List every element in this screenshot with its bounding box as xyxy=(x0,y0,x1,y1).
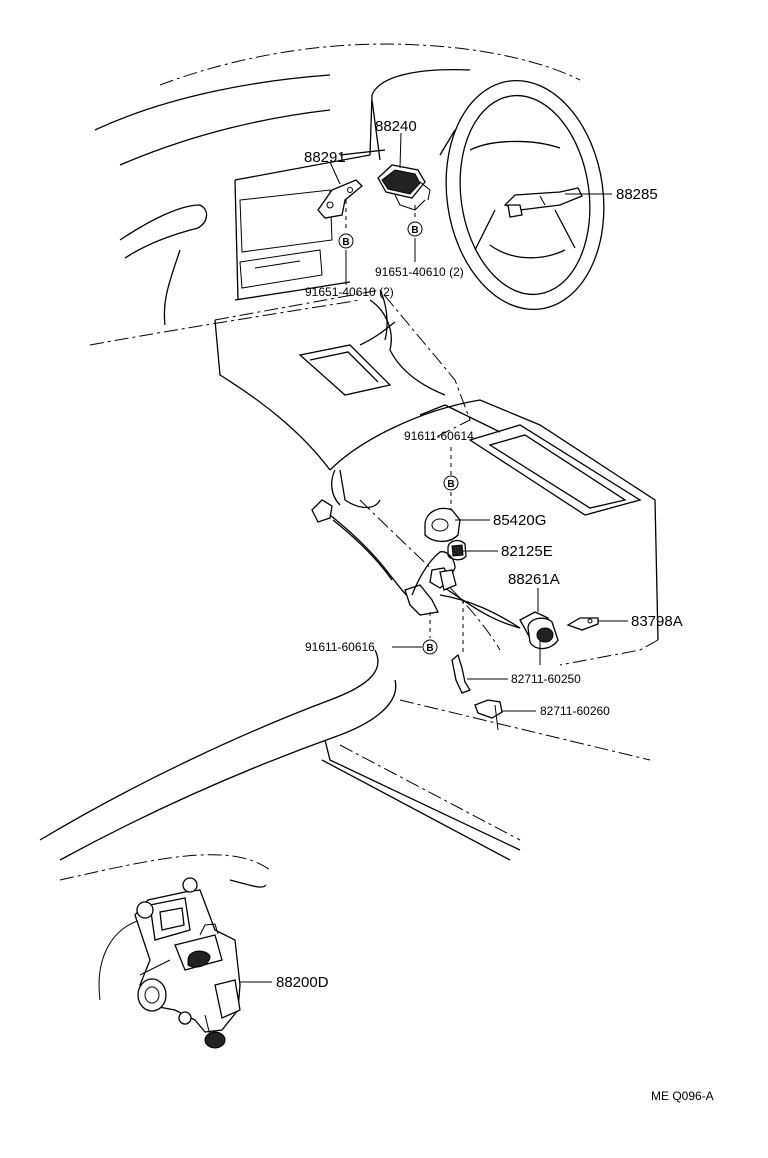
dashboard-outline xyxy=(89,43,581,346)
steering-wheel xyxy=(445,79,605,311)
bolt-marker-2: B xyxy=(407,221,423,237)
label-88261A: 88261A xyxy=(508,571,560,588)
label-83798A: 83798A xyxy=(631,613,683,630)
svg-text:B: B xyxy=(426,643,433,654)
part-83798A xyxy=(566,617,599,631)
part-82711-60250 xyxy=(451,653,471,694)
center-console xyxy=(214,289,471,471)
svg-text:B: B xyxy=(411,225,418,236)
rear-console xyxy=(329,399,659,666)
label-91611-60614: 91611-60614 xyxy=(404,429,474,443)
label-88291: 88291 xyxy=(304,149,346,166)
label-82711-60260: 82711-60260 xyxy=(540,704,610,718)
label-91651-40610-upper: 91651-40610 (2) xyxy=(375,265,464,279)
part-85420G xyxy=(424,507,461,543)
diagram-code: ME Q096-A xyxy=(651,1089,714,1103)
part-88261A xyxy=(439,569,559,650)
label-91611-60616: 91611-60616 xyxy=(305,640,375,654)
part-88291 xyxy=(317,179,363,219)
part-88240 xyxy=(377,164,431,211)
part-82125E xyxy=(447,539,467,561)
label-82125E: 82125E xyxy=(501,543,553,560)
wire-harness xyxy=(311,499,521,629)
part-88200D xyxy=(134,877,241,1049)
label-88240: 88240 xyxy=(375,118,417,135)
svg-text:B: B xyxy=(447,479,454,490)
leader-lines xyxy=(240,132,628,983)
label-82711-60250: 82711-60250 xyxy=(511,672,581,686)
bolt-marker-3: B xyxy=(443,475,459,491)
label-85420G: 85420G xyxy=(493,512,546,529)
part-88285 xyxy=(503,187,583,218)
bolt-marker-4: B xyxy=(422,639,438,655)
part-82711-60260 xyxy=(474,699,503,731)
label-88285: 88285 xyxy=(616,186,658,203)
svg-text:B: B xyxy=(342,237,349,248)
bolt-marker-1: B xyxy=(338,233,354,249)
label-91651-40610-lower: 91651-40610 (2) xyxy=(305,285,394,299)
label-88200D: 88200D xyxy=(276,974,329,991)
floor-body xyxy=(39,649,651,1001)
